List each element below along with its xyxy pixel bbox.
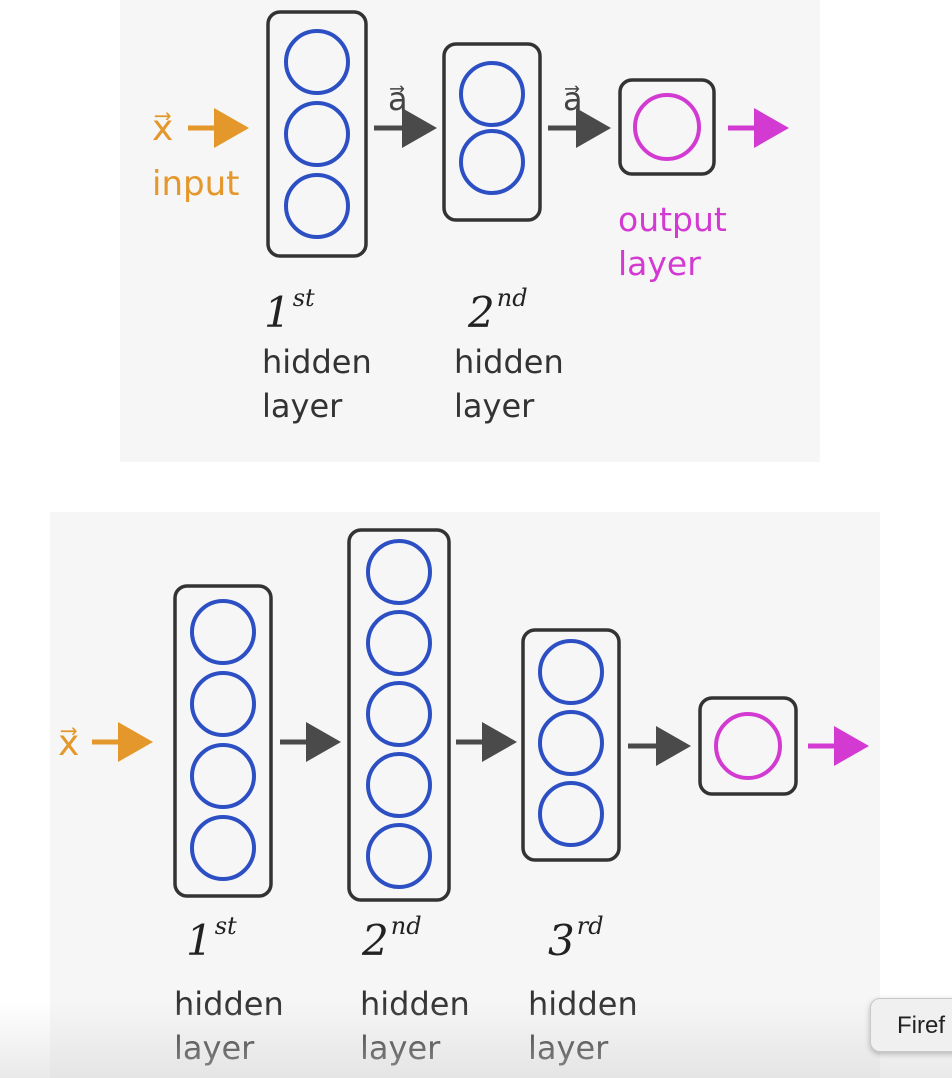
top-input-symbol: x⃗: [152, 108, 173, 149]
bottom-hidden-layer-1-box: [173, 584, 273, 898]
bottom-output-layer-box: [698, 696, 798, 796]
neuron: [190, 599, 256, 665]
browser-tooltip: Firef: [870, 998, 952, 1052]
ordinal-number: 3: [548, 916, 575, 965]
top-hidden-layer-1-box: [266, 10, 368, 258]
top-output-layer-box: [618, 78, 716, 176]
neuron: [284, 29, 350, 95]
top-layer-2-caption: hidden layer: [454, 340, 564, 428]
neuron: [190, 815, 256, 881]
bottom-layer-1-ordinal: 1st: [186, 912, 237, 965]
top-output-label: output layer: [618, 198, 727, 286]
top-input-label: input: [152, 164, 240, 204]
neuron: [366, 752, 432, 818]
top-output-label-line1: output: [618, 200, 727, 239]
caption-line2: layer: [262, 387, 343, 425]
neuron: [459, 129, 525, 195]
top-output-label-line2: layer: [618, 244, 701, 283]
output-neuron: [714, 712, 782, 780]
top-activation-label-1: a⃗: [388, 80, 408, 118]
neuron: [538, 639, 604, 705]
neuron: [366, 610, 432, 676]
top-layer-2-ordinal: 2nd: [468, 284, 528, 337]
caption-line1: hidden: [262, 343, 372, 381]
neuron: [538, 781, 604, 847]
ordinal-suffix: nd: [496, 284, 528, 312]
top-layer-1-caption: hidden layer: [262, 340, 372, 428]
bottom-layer-2-ordinal: 2nd: [362, 912, 422, 965]
neuron: [538, 710, 604, 776]
ordinal-suffix: nd: [390, 912, 422, 940]
bottom-hidden-layer-3-box: [521, 628, 621, 862]
ordinal-number: 2: [362, 916, 389, 965]
neuron: [459, 61, 525, 127]
caption-line1: hidden: [454, 343, 564, 381]
top-hidden-layer-2-box: [442, 42, 542, 222]
top-diagram-panel: [120, 0, 820, 462]
ordinal-number: 1: [186, 916, 213, 965]
neuron: [190, 743, 256, 809]
top-activation-label-2: a⃗: [563, 80, 583, 118]
ordinal-suffix: rd: [576, 912, 604, 940]
ordinal-number: 1: [264, 288, 291, 337]
neuron: [190, 671, 256, 737]
video-bottom-overlay: [0, 1000, 952, 1078]
neuron: [284, 101, 350, 167]
neuron: [284, 173, 350, 239]
ordinal-number: 2: [468, 288, 495, 337]
neuron: [366, 539, 432, 605]
caption-line2: layer: [454, 387, 535, 425]
bottom-hidden-layer-2-box: [347, 528, 451, 902]
output-neuron: [633, 93, 701, 161]
top-layer-1-ordinal: 1st: [264, 284, 315, 337]
bottom-layer-3-ordinal: 3rd: [548, 912, 604, 965]
bottom-input-symbol: x⃗: [58, 723, 79, 764]
ordinal-suffix: st: [292, 284, 315, 312]
ordinal-suffix: st: [214, 912, 237, 940]
neuron: [366, 823, 432, 889]
neuron: [366, 681, 432, 747]
